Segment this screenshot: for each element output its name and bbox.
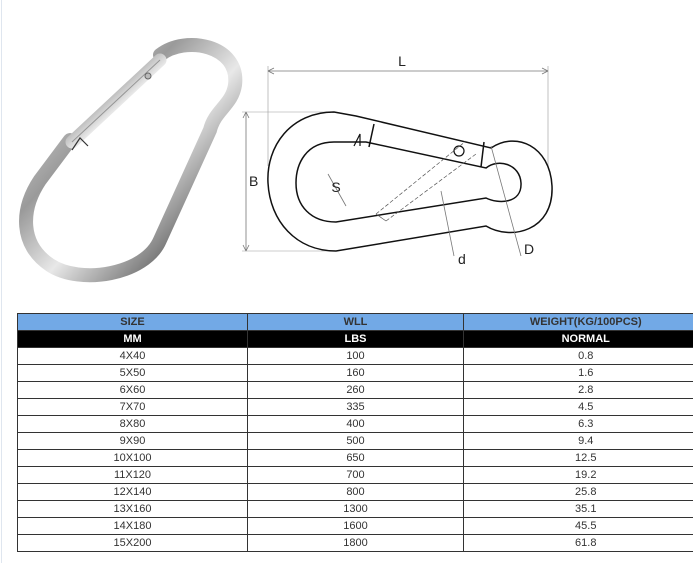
unit-header-mm: MM [17, 330, 248, 348]
column-header-wll: WLL [247, 313, 464, 331]
cell-size: 9X90 [17, 432, 248, 450]
table-row: 11X120 700 19.2 [17, 466, 693, 484]
cell-size: 6X60 [17, 381, 248, 399]
cell-weight: 45.5 [463, 517, 693, 535]
column-header-weight: WEIGHT(KG/100PCS) [463, 313, 693, 331]
eye-diameter-dimension-line [490, 145, 522, 257]
page-left-border [1, 0, 2, 563]
table-header-row-primary: SIZE WLL WEIGHT(KG/100PCS) [17, 313, 693, 331]
cell-wll: 1300 [247, 500, 464, 518]
cell-wll: 500 [247, 432, 464, 450]
label-B: B [249, 173, 258, 189]
cell-wll: 700 [247, 466, 464, 484]
cell-weight: 35.1 [463, 500, 693, 518]
snap-hook-photo [19, 38, 243, 283]
spec-table: SIZE WLL WEIGHT(KG/100PCS) MM LBS NORMAL… [17, 313, 693, 552]
cell-weight: 6.3 [463, 415, 693, 433]
cell-size: 15X200 [17, 534, 248, 552]
cell-weight: 4.5 [463, 398, 693, 416]
cell-size: 12X140 [17, 483, 248, 501]
table-row: 7X70 335 4.5 [17, 398, 693, 416]
cell-size: 5X50 [17, 364, 248, 382]
cell-wll: 800 [247, 483, 464, 501]
cell-size: 13X160 [17, 500, 248, 518]
cell-wll: 400 [247, 415, 464, 433]
cell-weight: 9.4 [463, 432, 693, 450]
cell-wll: 1800 [247, 534, 464, 552]
table-row: 10X100 650 12.5 [17, 449, 693, 467]
wire-diameter-dimension-line [440, 190, 455, 257]
cell-weight: 12.5 [463, 449, 693, 467]
label-d: d [458, 251, 466, 267]
table-row: 14X180 1600 45.5 [17, 517, 693, 535]
cell-weight: 61.8 [463, 534, 693, 552]
cell-weight: 1.6 [463, 364, 693, 382]
table-row: 6X60 260 2.8 [17, 381, 693, 399]
table-row: 8X80 400 6.3 [17, 415, 693, 433]
table-row: 13X160 1300 35.1 [17, 500, 693, 518]
cell-wll: 335 [247, 398, 464, 416]
cell-size: 14X180 [17, 517, 248, 535]
cell-size: 8X80 [17, 415, 248, 433]
cell-wll: 650 [247, 449, 464, 467]
unit-header-normal: NORMAL [463, 330, 693, 348]
table-header-row-units: MM LBS NORMAL [17, 330, 693, 348]
cell-size: 7X70 [17, 398, 248, 416]
cell-wll: 1600 [247, 517, 464, 535]
table-row: 5X50 160 1.6 [17, 364, 693, 382]
cell-size: 10X100 [17, 449, 248, 467]
cell-wll: 100 [247, 347, 464, 365]
cell-weight: 19.2 [463, 466, 693, 484]
label-D: D [524, 241, 534, 257]
table-row: 12X140 800 25.8 [17, 483, 693, 501]
unit-header-lbs: LBS [247, 330, 464, 348]
table-row: 4X40 100 0.8 [17, 347, 693, 365]
cell-wll: 160 [247, 364, 464, 382]
cell-wll: 260 [247, 381, 464, 399]
table-row: 9X90 500 9.4 [17, 432, 693, 450]
label-L: L [398, 53, 406, 69]
cell-weight: 0.8 [463, 347, 693, 365]
cell-weight: 2.8 [463, 381, 693, 399]
table-row: 15X200 1800 61.8 [17, 534, 693, 552]
label-S: S [331, 179, 340, 195]
cell-weight: 25.8 [463, 483, 693, 501]
cell-size: 11X120 [17, 466, 248, 484]
gate-opening-dimension-line [327, 173, 347, 207]
cell-size: 4X40 [17, 347, 248, 365]
column-header-size: SIZE [17, 313, 248, 331]
snap-hook-dimension-drawing: L B S d D [242, 53, 553, 267]
